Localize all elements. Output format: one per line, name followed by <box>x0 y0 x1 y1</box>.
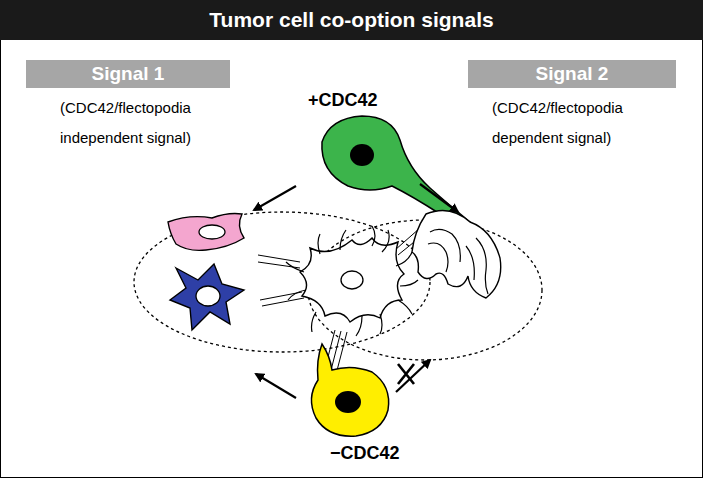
signal-box: Signal 2 <box>468 60 676 88</box>
title-bar: Tumor cell co-option signals <box>0 0 703 40</box>
signal-description: (CDC42/flectopodia independent signal) <box>60 93 220 153</box>
box-label: Signal 1 <box>92 63 165 85</box>
box-label: Signal 2 <box>536 63 609 85</box>
signal-box: Signal 1 <box>26 60 230 88</box>
cell-label: −CDC42 <box>330 442 400 464</box>
title-text: Tumor cell co-option signals <box>209 8 493 32</box>
cell-label: +CDC42 <box>308 89 378 111</box>
signal-description: (CDC42/flectopodia dependent signal) <box>492 93 662 153</box>
